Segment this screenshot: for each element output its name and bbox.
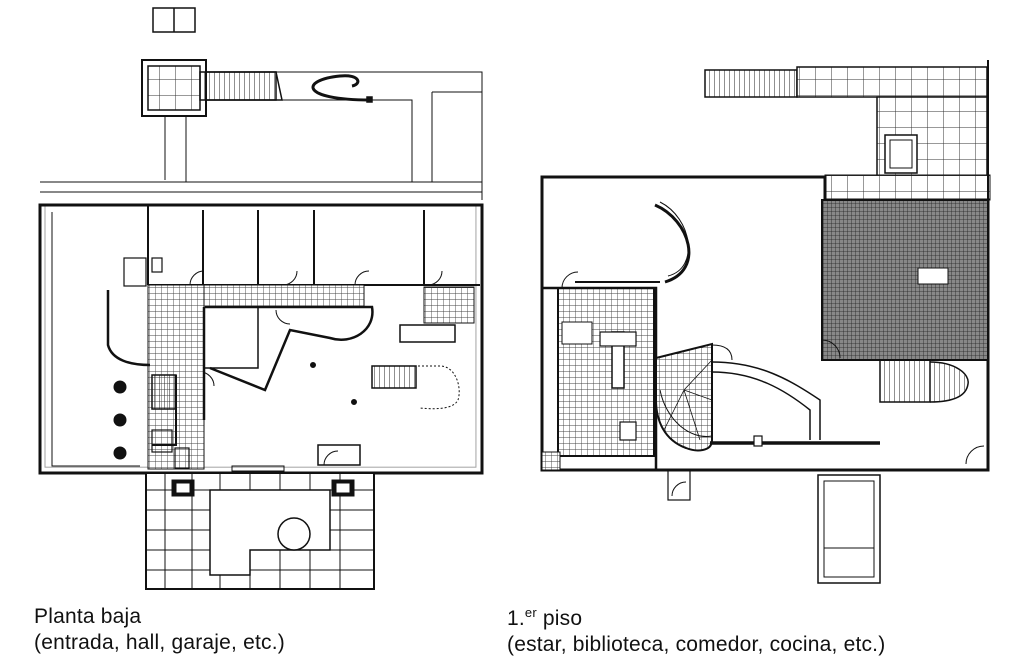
ground-outer-wall bbox=[38, 203, 484, 475]
ramp bbox=[371, 365, 417, 389]
floor-plans-drawing bbox=[38, 7, 991, 590]
ground-floor-plan bbox=[38, 7, 484, 590]
first-floor-plan bbox=[540, 60, 991, 584]
entrance-walkway bbox=[40, 7, 483, 200]
roof-terrace bbox=[704, 66, 991, 201]
ground-floor-title: Planta baja bbox=[34, 605, 142, 628]
first-floor-title: 1.er piso bbox=[507, 605, 583, 630]
stair bbox=[151, 374, 177, 410]
garage-column bbox=[113, 446, 127, 460]
living-room-floor bbox=[821, 199, 989, 361]
ground-floor-caption: Planta baja (entrada, hall, garaje, etc.… bbox=[34, 604, 285, 656]
garage-column bbox=[113, 413, 127, 427]
first-floor-rooms: (estar, biblioteca, comedor, cocina, etc… bbox=[507, 633, 886, 656]
first-floor-caption: 1.er piso (estar, biblioteca, comedor, c… bbox=[507, 600, 885, 658]
garage-column bbox=[113, 380, 127, 394]
dining-room-floor bbox=[557, 287, 655, 457]
ground-floor-rooms: (entrada, hall, garaje, etc.) bbox=[34, 631, 285, 654]
ground-room-row bbox=[147, 205, 480, 286]
forecourt-paving bbox=[145, 472, 375, 590]
